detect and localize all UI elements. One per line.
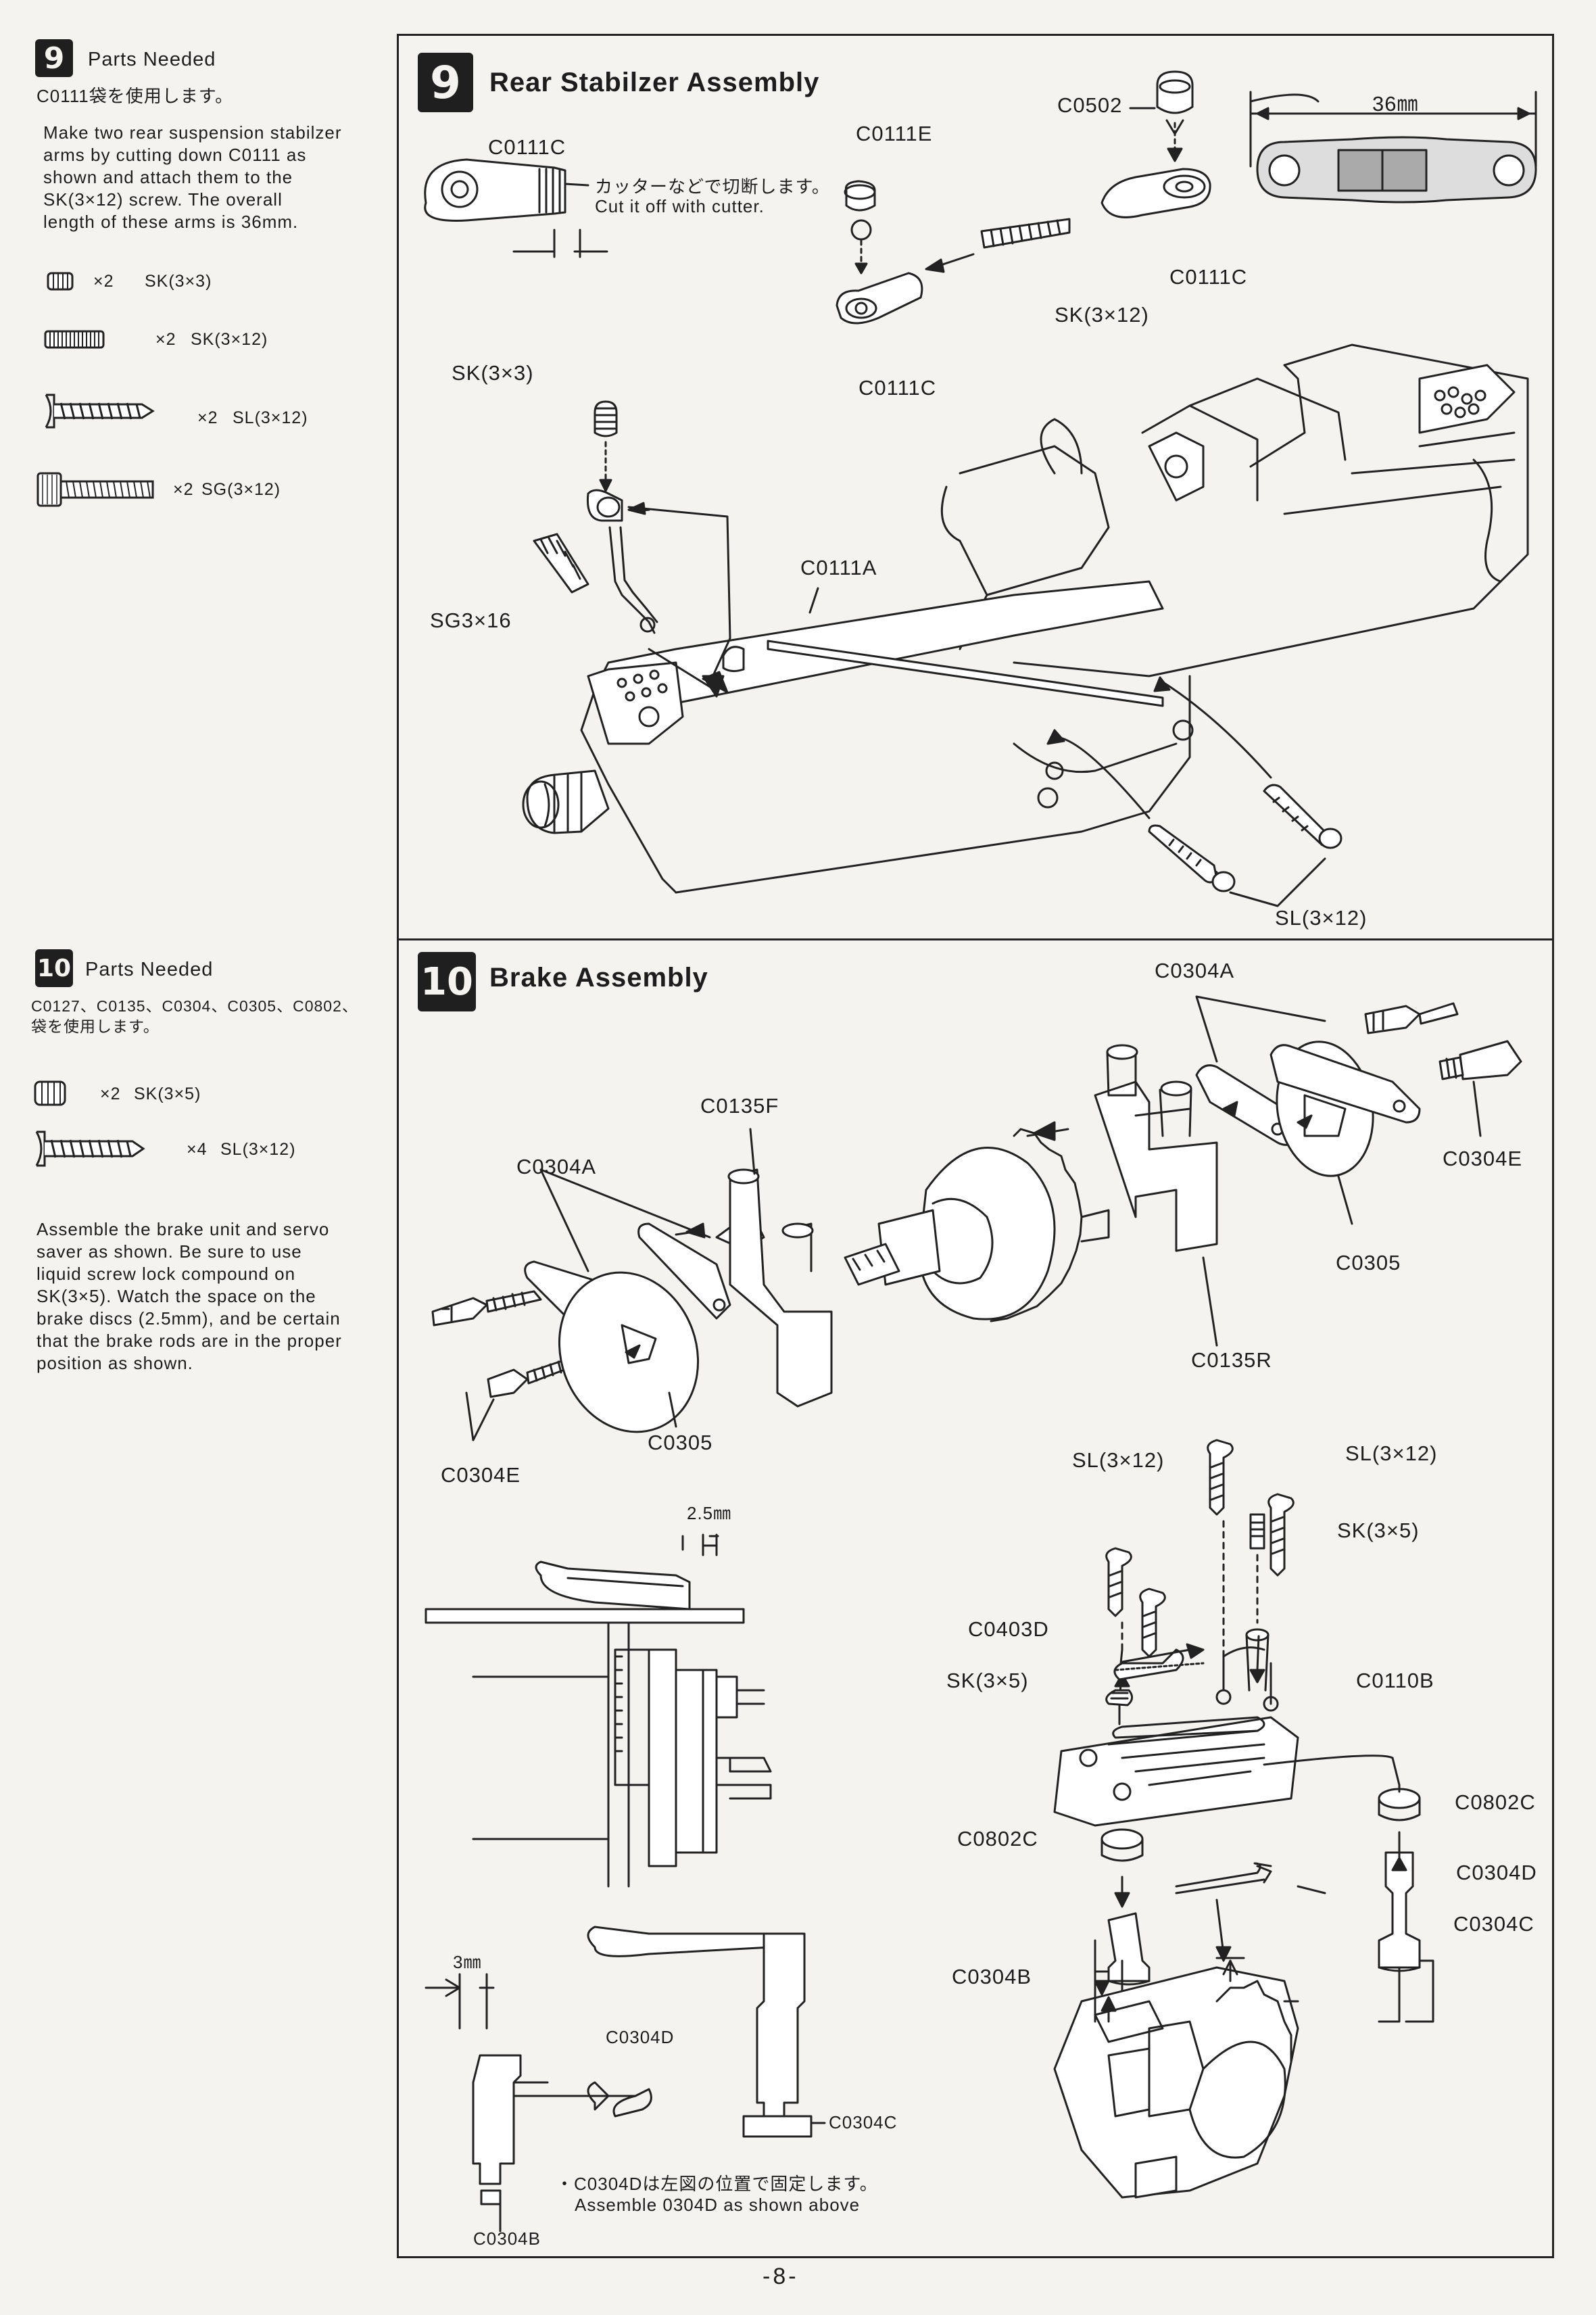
step-10-badge: 10 [35, 949, 73, 987]
label-c0304d-bottom: C0304D [606, 2027, 675, 2047]
step-9-parts-bag: C0111袋を使用します。 [37, 86, 234, 106]
part-name: SK(3×12) [191, 330, 268, 349]
label-c0304b-bottom: C0304B [473, 2228, 541, 2249]
part-qty: ×2 [197, 408, 218, 427]
set-screw-short-icon [34, 1080, 68, 1107]
panel-9-badge: 9 [418, 53, 473, 112]
panel-9-title: Rear Stabilzer Assembly [489, 68, 820, 97]
label-length: 36㎜ [1372, 92, 1419, 116]
label-c0802c-right: C0802C [1455, 1790, 1536, 1814]
part-name: SL(3×12) [220, 1140, 296, 1159]
label-sl312: SL(3×12) [1275, 906, 1368, 930]
label-c0111a: C0111A [800, 556, 877, 579]
part-qty: ×2 [100, 1084, 121, 1103]
tapping-screw-icon [41, 391, 155, 431]
step-9-instruction-4: SK(3×12) screw. The overall [43, 189, 283, 210]
label-c0304a-left: C0304A [516, 1155, 597, 1178]
note-jp: ・C0304Dは左図の位置で固定します。 [556, 2174, 878, 2194]
step-9-badge: 9 [35, 39, 73, 77]
hex-socket-screw-icon [37, 471, 158, 508]
label-c0304b-mid: C0304B [952, 1965, 1032, 1988]
label-c0304a-top: C0304A [1155, 959, 1235, 982]
part-qty: ×2 [155, 330, 176, 349]
step-10-instruction-7: position as shown. [37, 1353, 193, 1373]
label-c0502: C0502 [1057, 93, 1123, 117]
label-c0305-right: C0305 [1336, 1251, 1401, 1274]
label-cut-en: Cut it off with cutter. [595, 196, 765, 216]
diagram-frame [397, 34, 1554, 2258]
label-c0111c-mid: C0111C [859, 376, 937, 400]
step-10-parts-bag-2: 袋を使用します。 [31, 1018, 160, 1035]
label-c0304c-right: C0304C [1453, 1912, 1534, 1936]
part-name: SG(3×12) [201, 480, 281, 499]
rear-stabilizer-drawing [399, 35, 1552, 937]
label-c0304e-right: C0304E [1443, 1147, 1523, 1170]
label-c0304c-bottom: C0304C [829, 2112, 898, 2132]
label-c0304d-right: C0304D [1456, 1861, 1537, 1884]
label-c0111c-right: C0111C [1169, 265, 1248, 289]
step-10-instruction-1: Assemble the brake unit and servo [37, 1219, 330, 1239]
label-sk35-b: SK(3×5) [946, 1669, 1029, 1692]
label-c0135f: C0135F [700, 1094, 779, 1118]
label-c0111c-top: C0111C [488, 135, 566, 159]
label-cut-jp: カッターなどで切断します。 [595, 176, 830, 197]
label-c0304e-left: C0304E [441, 1463, 521, 1487]
brake-assembly-drawing [399, 941, 1552, 2256]
label-c0111e: C0111E [856, 122, 933, 145]
step-9-instruction-5: length of these arms is 36mm. [43, 212, 299, 232]
part-qty: ×2 [93, 272, 114, 291]
label-c0305-left: C0305 [648, 1431, 713, 1454]
part-name: SK(3×5) [134, 1084, 201, 1103]
panel-divider [397, 938, 1554, 940]
step-9-parts-title: Parts Needed [88, 49, 216, 70]
step-10-instruction-3: liquid screw lock compound on [37, 1264, 296, 1284]
label-c0403d: C0403D [968, 1617, 1049, 1641]
tapping-screw-icon [31, 1128, 146, 1170]
label-spacing: 3㎜ [453, 1952, 482, 1972]
label-gap: 2.5㎜ [687, 1503, 732, 1523]
set-screw-short-icon [47, 272, 74, 291]
label-sl312-a: SL(3×12) [1072, 1448, 1165, 1472]
label-sg316: SG3×16 [430, 608, 512, 632]
panel-10-badge: 10 [418, 952, 476, 1011]
step-9-instruction-1: Make two rear suspension stabilzer [43, 122, 342, 143]
label-sk35-a: SK(3×5) [1337, 1519, 1420, 1542]
part-qty: ×2 [173, 480, 194, 499]
step-10-parts-bag-1: C0127、C0135、C0304、C0305、C0802、 [31, 997, 358, 1015]
label-sk33: SK(3×3) [452, 361, 534, 385]
page-number: -8- [763, 2264, 799, 2289]
set-screw-long-icon [45, 330, 105, 349]
label-c0135r: C0135R [1191, 1348, 1272, 1372]
step-10-parts-title: Parts Needed [85, 959, 214, 980]
step-10-instruction-6: that the brake rods are in the proper [37, 1331, 342, 1351]
note-en: Assemble 0304D as shown above [575, 2195, 861, 2215]
part-qty: ×4 [187, 1140, 208, 1159]
label-sl312-b: SL(3×12) [1345, 1441, 1438, 1465]
step-10-instruction-5: brake discs (2.5mm), and be certain [37, 1308, 341, 1329]
part-name: SL(3×12) [233, 408, 308, 427]
step-9-instruction-3: shown and attach them to the [43, 167, 293, 187]
label-c0110b: C0110B [1356, 1669, 1434, 1692]
panel-10-title: Brake Assembly [489, 963, 708, 993]
label-sk312: SK(3×12) [1055, 303, 1149, 327]
label-c0802c-left: C0802C [957, 1827, 1038, 1851]
part-name: SK(3×3) [145, 272, 212, 291]
step-10-instruction-4: SK(3×5). Watch the space on the [37, 1286, 316, 1306]
step-9-instruction-2: arms by cutting down C0111 as [43, 145, 307, 165]
step-10-instruction-2: saver as shown. Be sure to use [37, 1241, 302, 1262]
